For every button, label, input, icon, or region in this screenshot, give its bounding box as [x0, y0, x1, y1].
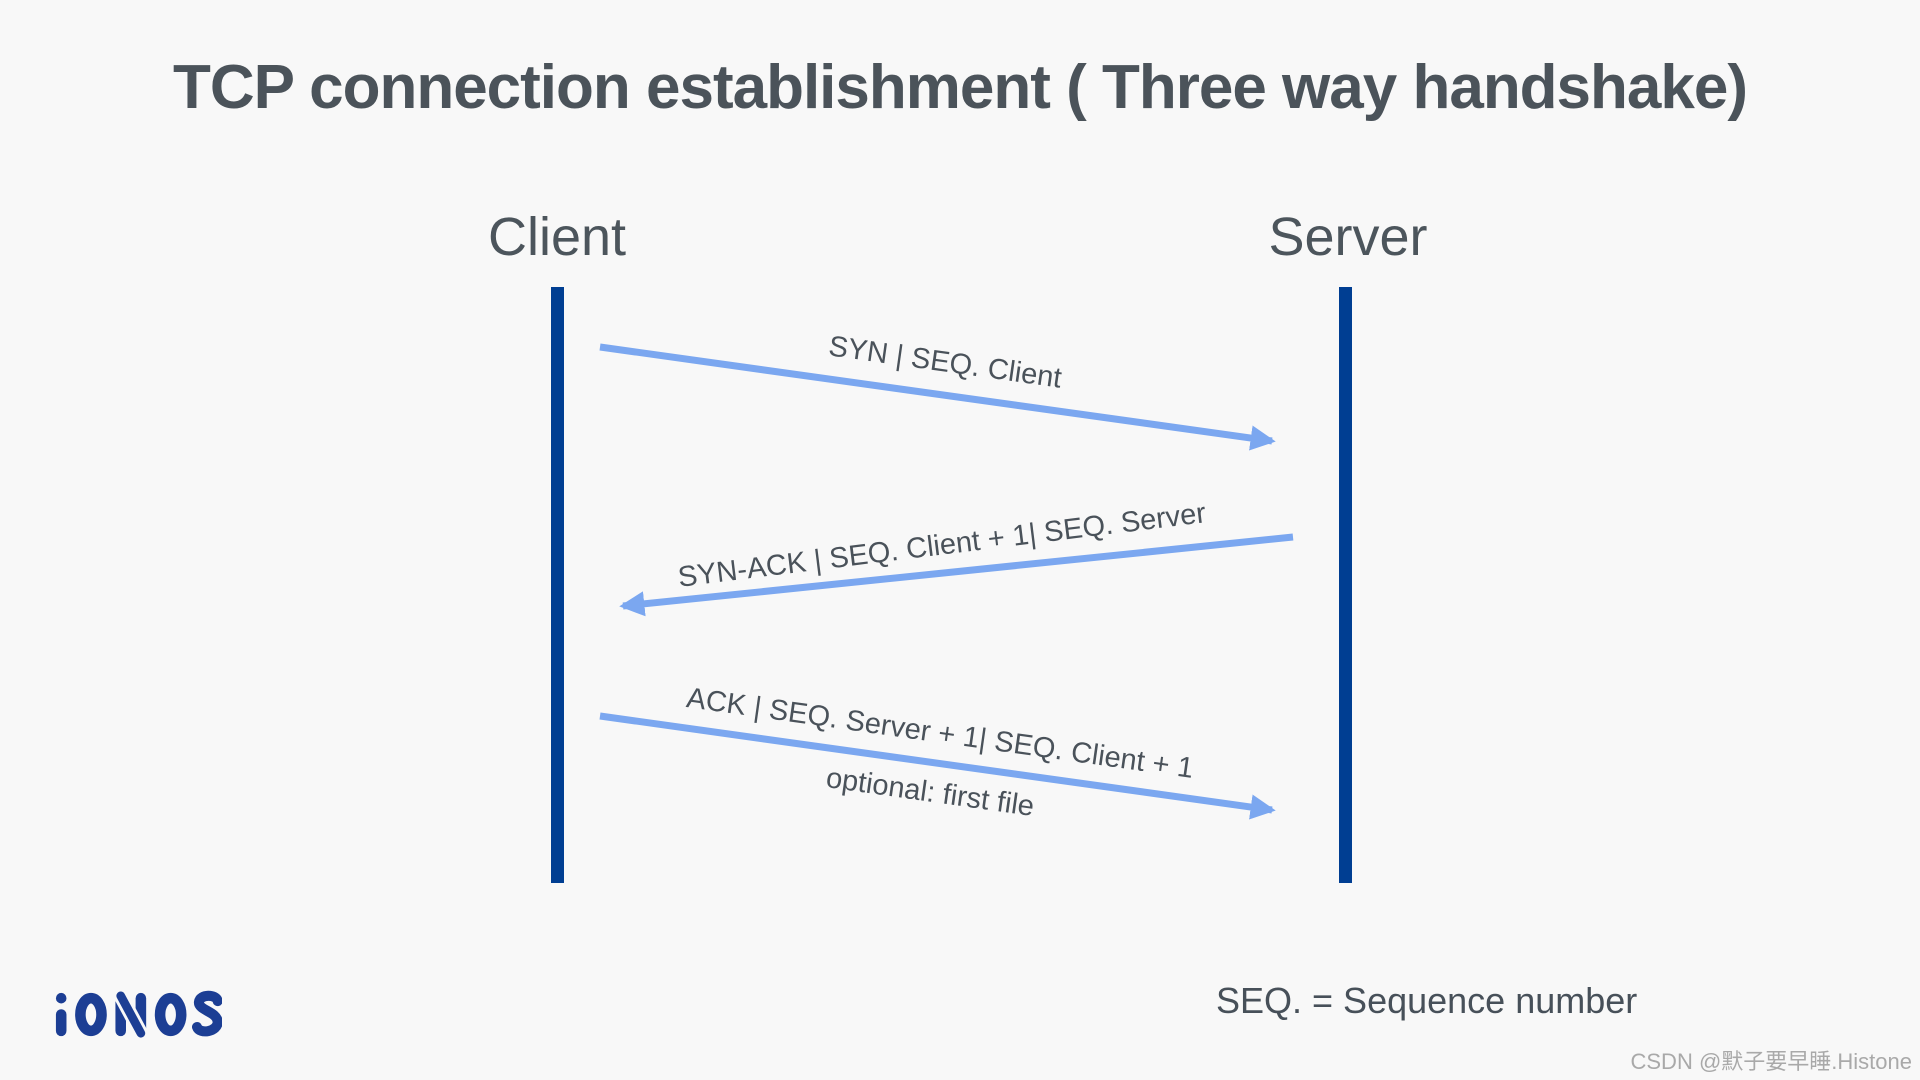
- page-title: TCP connection establishment ( Three way…: [172, 53, 1748, 122]
- client-lifeline: [551, 287, 564, 883]
- ionos-logo-icon: [55, 990, 222, 1040]
- csdn-watermark: CSDN @默子要早睡.Histone: [1630, 1049, 1913, 1074]
- ack-arrow: [599, 712, 1276, 820]
- actor-label-client: Client: [487, 207, 627, 267]
- syn-ack-arrow: [619, 533, 1294, 617]
- sequence-number-legend: SEQ. = Sequence number: [1216, 980, 1638, 1021]
- server-lifeline: [1339, 287, 1352, 883]
- syn-arrow: [599, 343, 1276, 451]
- actor-label-server: Server: [1268, 207, 1428, 267]
